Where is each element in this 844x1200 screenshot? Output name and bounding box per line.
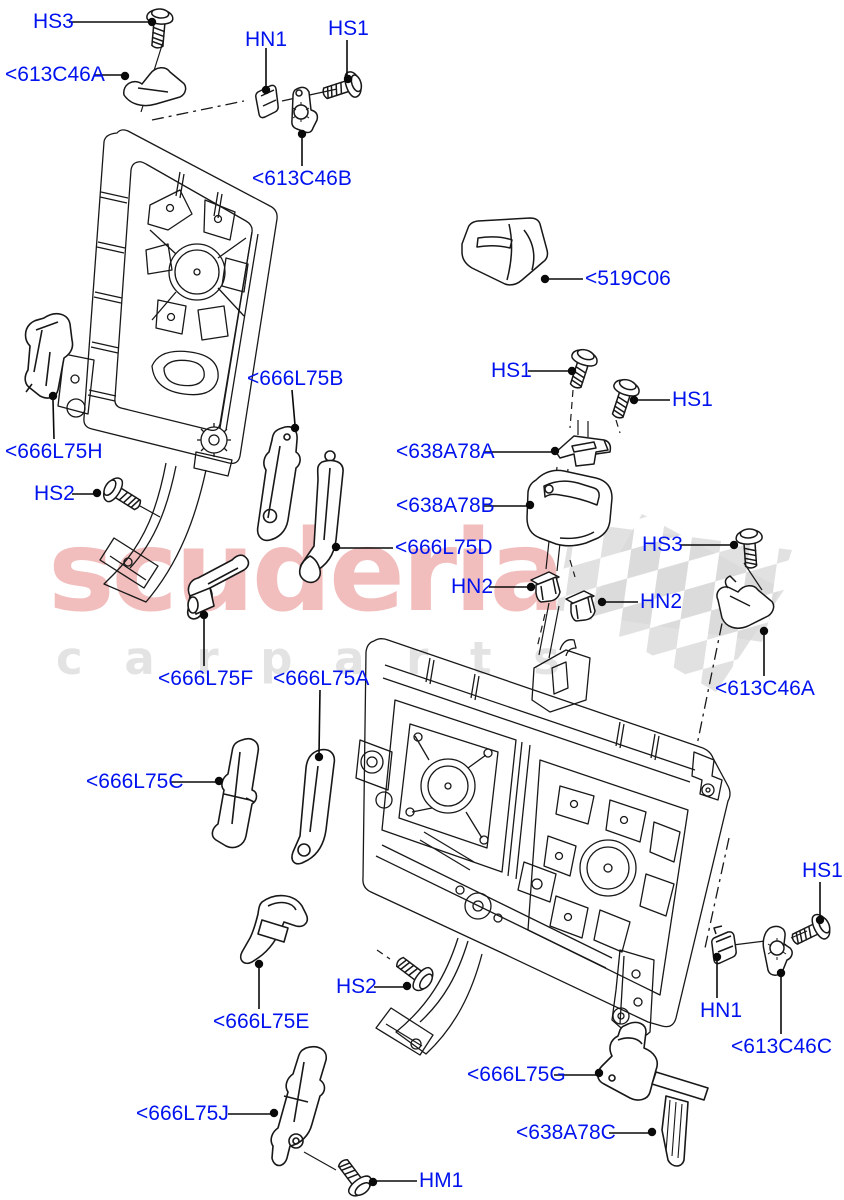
part-label-hn1-bottom: HN1: [700, 999, 743, 1022]
part-label-666l75g: <666L75G: [467, 1063, 566, 1086]
part-label-666l75d: <666L75D: [395, 536, 493, 559]
part-label-hs2-lower: HS2: [336, 975, 377, 998]
part-label-hs3-right: HS3: [642, 533, 683, 556]
part-label-613c46b: <613C46B: [252, 167, 352, 190]
part-label-613c46c: <613C46C: [731, 1035, 832, 1058]
part-label-666l75a: <666L75A: [273, 667, 370, 690]
part-label-hs1-mid-left: HS1: [491, 359, 532, 382]
part-label-hn2-left: HN2: [451, 575, 494, 598]
part-label-613c46a-top-left: <613C46A: [5, 63, 105, 86]
part-label-hn1-top: HN1: [245, 28, 288, 51]
part-label-hs1-bottom: HS1: [802, 859, 843, 882]
watermark-tagline: c a r p a r t s: [56, 632, 573, 685]
part-label-638a78a: <638A78A: [396, 440, 495, 463]
part-label-666l75h: <666L75H: [5, 440, 103, 463]
part-label-666l75f: <666L75F: [158, 667, 254, 690]
part-label-hn2-right: HN2: [640, 590, 683, 613]
part-label-hs2-upper: HS2: [34, 482, 75, 505]
part-label-hs1-mid-right: HS1: [672, 388, 713, 411]
part-label-666l75e: <666L75E: [213, 1010, 310, 1033]
part-label-666l75c: <666L75C: [86, 770, 184, 793]
part-label-613c46a-right: <613C46A: [715, 677, 815, 700]
part-label-638a78b: <638A78B: [396, 494, 495, 517]
part-label-hm1: HM1: [419, 1169, 464, 1192]
part-label-519c06: <519C06: [585, 267, 671, 290]
part-label-hs1-top: HS1: [328, 17, 369, 40]
part-label-666l75b: <666L75B: [247, 367, 344, 390]
part-label-638a78c: <638A78C: [516, 1121, 616, 1144]
part-label-hs3-top: HS3: [33, 10, 74, 33]
part-label-666l75j: <666L75J: [136, 1102, 229, 1125]
